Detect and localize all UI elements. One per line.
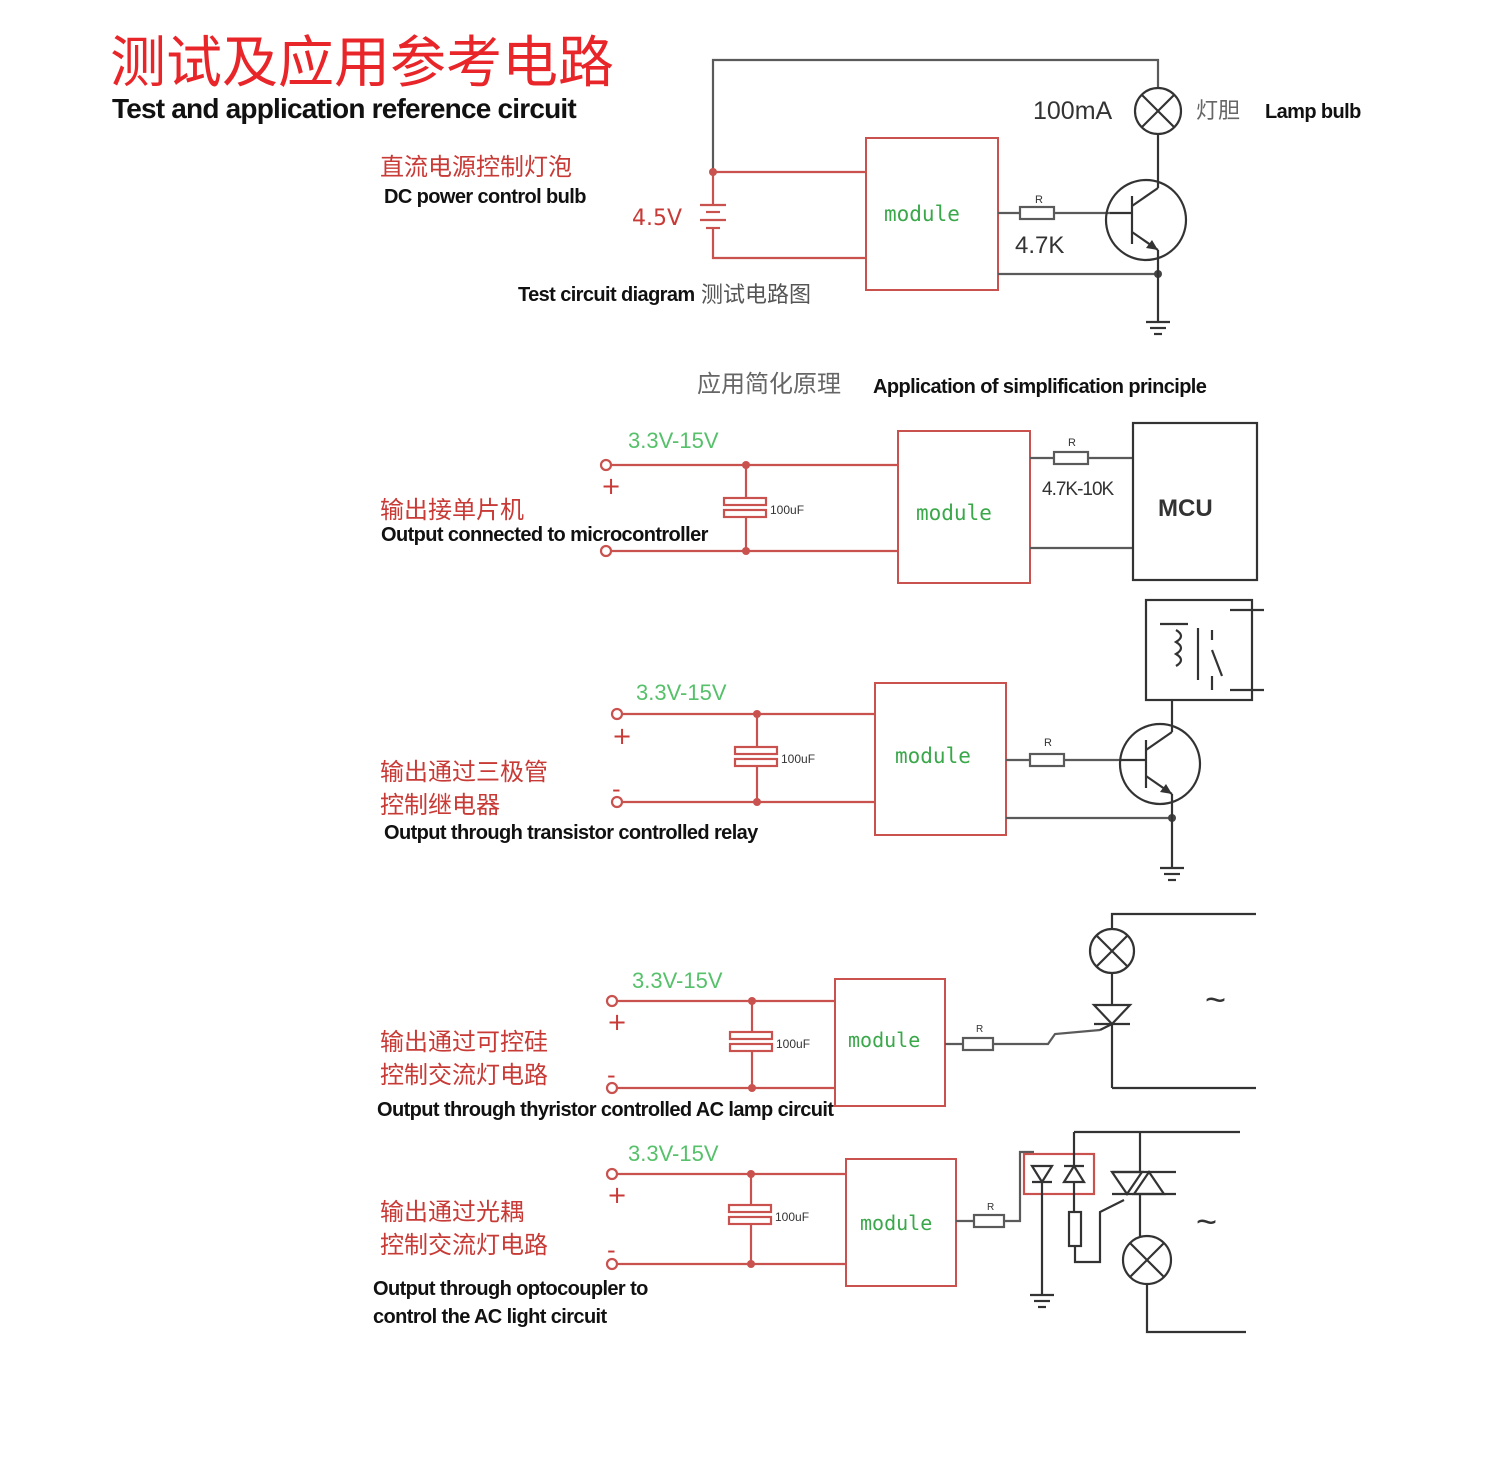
app-heading-en: Application of simplification principle [873, 376, 1207, 398]
c4-ac-symbol: ~ [1196, 1201, 1217, 1242]
c3-cap: 100uF [776, 1037, 810, 1051]
c2-minus: - [612, 775, 621, 803]
relay-icon [1144, 598, 1264, 702]
circuit-mcu: 3.3V-15V + 100uF module R 4.7K-10K MCU 输… [380, 421, 1259, 584]
c3-desc-cn-1: 输出通过可控硅 [380, 1028, 548, 1056]
c1-capacitor-icon [722, 465, 768, 551]
c1-module-label: module [916, 501, 992, 525]
npn-transistor-icon [1104, 134, 1188, 322]
c1-module-box [897, 430, 1031, 584]
c1-resistor-value: 4.7K-10K [1042, 479, 1115, 500]
c4-module-label: module [860, 1211, 932, 1235]
c4-ground-icon [1030, 1293, 1054, 1309]
battery-icon [700, 203, 726, 230]
c1-cap: 100uF [770, 503, 804, 517]
lamp-cn: 灯胆 [1196, 99, 1240, 124]
triac-icon [1074, 1130, 1240, 1236]
c1-resistor [1052, 450, 1090, 466]
c3-desc-cn-2: 控制交流灯电路 [380, 1061, 548, 1089]
c4-plus-terminal [605, 1167, 619, 1181]
c2-plus: + [612, 722, 632, 750]
test-desc-cn: 直流电源控制灯泡 [380, 153, 572, 181]
c3-lamp-icon [1088, 927, 1136, 975]
lamp-current: 100mA [1033, 97, 1113, 125]
c4-capacitor-icon [727, 1174, 773, 1264]
c4-resistor-symbol: R [987, 1202, 994, 1213]
title-en: Test and application reference circuit [112, 93, 576, 124]
c2-resistor [1028, 752, 1066, 768]
circuit-optocoupler: 3.3V-15V + - 100uF module R [373, 1130, 1246, 1334]
c1-desc-en: Output connected to microcontroller [381, 524, 709, 546]
circuit-relay: 3.3V-15V + - 100uF module R [380, 598, 1264, 882]
c2-module-box [874, 682, 1007, 836]
mcu-box [1131, 421, 1259, 582]
thyristor-icon [1091, 972, 1133, 1088]
test-resistor-value: 4.7K [1015, 232, 1064, 259]
c1-plus-terminal [599, 458, 613, 472]
battery-label: 4.5V [632, 206, 682, 231]
c1-resistor-symbol: R [1068, 437, 1076, 449]
c3-voltage: 3.3V-15V [632, 968, 723, 993]
app-heading-cn: 应用简化原理 [697, 370, 841, 398]
c3-desc-en: Output through thyristor controlled AC l… [377, 1099, 834, 1121]
c3-resistor [961, 1036, 995, 1052]
c4-desc-en-1: Output through optocoupler to [373, 1278, 648, 1300]
c4-desc-cn-2: 控制交流灯电路 [380, 1231, 548, 1259]
c4-voltage: 3.3V-15V [628, 1141, 719, 1166]
mcu-label: MCU [1158, 495, 1213, 522]
c2-voltage: 3.3V-15V [636, 680, 727, 705]
c4-cap: 100uF [775, 1210, 809, 1224]
test-caption-cn: 测试电路图 [701, 283, 811, 308]
c2-cap: 100uF [781, 752, 815, 766]
c4-module-box [845, 1158, 957, 1287]
c1-desc-cn: 输出接单片机 [380, 496, 524, 524]
c3-plus-terminal [605, 994, 619, 1008]
test-caption-en: Test circuit diagram [518, 284, 695, 306]
c1-plus: + [601, 472, 621, 500]
c2-desc-en: Output through transistor controlled rel… [384, 822, 759, 844]
c3-module-label: module [848, 1028, 920, 1052]
c3-plus: + [607, 1008, 627, 1036]
c3-module-box [834, 978, 946, 1107]
c1-voltage: 3.3V-15V [628, 428, 719, 453]
c2-plus-terminal [610, 707, 624, 721]
c3-capacitor-icon [728, 1001, 774, 1088]
c2-module-label: module [895, 744, 971, 768]
c2-desc-cn-2: 控制继电器 [380, 791, 500, 819]
test-resistor-symbol: R [1035, 194, 1043, 206]
c1-minus-terminal [599, 544, 613, 558]
c4-desc-cn-1: 输出通过光耦 [380, 1198, 524, 1226]
test-resistor [1018, 205, 1056, 221]
test-module-box [865, 137, 999, 291]
c4-plus: + [607, 1181, 627, 1209]
lamp-icon [1133, 86, 1183, 136]
c2-desc-cn-1: 输出通过三极管 [380, 758, 548, 786]
c2-transistor-icon [1118, 700, 1202, 868]
c2-ground-icon [1160, 866, 1184, 882]
c4-desc-en-2: control the AC light circuit [373, 1306, 608, 1328]
ground-icon [1146, 320, 1170, 336]
test-module-label: module [884, 202, 960, 226]
c4-minus: - [607, 1236, 616, 1264]
lamp-en: Lamp bulb [1265, 101, 1361, 123]
test-desc-en: DC power control bulb [384, 186, 586, 208]
test-circuit: 4.5V module R 4.7K [380, 58, 1362, 336]
c4-lamp-icon [1121, 1234, 1246, 1334]
c2-capacitor-icon [733, 714, 779, 802]
circuit-thyristor: 3.3V-15V + - 100uF module R [377, 912, 1256, 1121]
optocoupler-icon [1022, 1132, 1125, 1295]
c2-resistor-symbol: R [1044, 737, 1052, 749]
c3-resistor-symbol: R [976, 1024, 983, 1035]
c4-resistor [972, 1213, 1006, 1229]
c3-ac-symbol: ~ [1205, 979, 1226, 1020]
title-cn: 测试及应用参考电路 [110, 31, 614, 96]
c3-minus: - [607, 1061, 616, 1089]
